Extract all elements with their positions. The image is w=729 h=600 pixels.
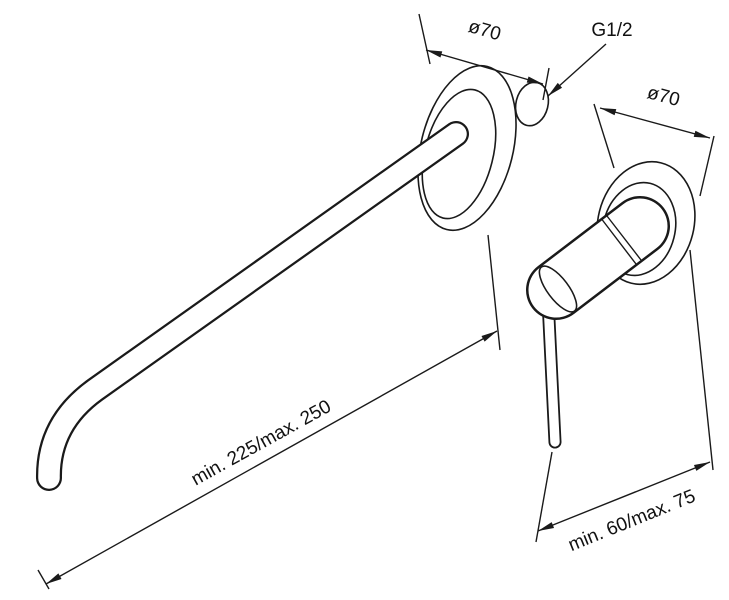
- wall-reference-line: [487, 234, 501, 351]
- thread-size-label: G1/2: [591, 20, 632, 41]
- valve-diameter-extension-line: [699, 135, 715, 197]
- spout-diameter-extension-line: [418, 13, 431, 65]
- mixer-assembly: [526, 160, 696, 449]
- spout-diameter-dimension-line: [425, 49, 544, 85]
- handle-distance-dimension-line: [537, 461, 711, 532]
- flange-extension-line: [689, 249, 714, 471]
- spout-diameter-extension-line: [542, 67, 550, 101]
- valve-diameter-label: ø70: [645, 82, 682, 111]
- valve-body-groove: [601, 219, 637, 265]
- spout-body: [38, 123, 467, 489]
- supply-connector: [514, 81, 550, 127]
- handle-projection-dimension-label: min. 60/max. 75: [565, 486, 698, 556]
- dimensions: [37, 13, 715, 590]
- valve-body-groove: [606, 215, 642, 261]
- valve-body: [528, 198, 668, 318]
- valve-diameter-dimension-line: [599, 107, 711, 139]
- thread-leader-line: [547, 43, 607, 97]
- lever-body: [543, 295, 560, 447]
- valve-diameter-extension-line: [593, 103, 615, 169]
- spout-reach-dimension-line: [45, 330, 498, 585]
- spout-diameter-label: ø70: [466, 16, 503, 45]
- valve-body-end-face: [538, 265, 578, 313]
- spout-tip-extension-line: [37, 569, 50, 590]
- spout-reach-dimension-label: min. 225/max. 250: [188, 396, 335, 490]
